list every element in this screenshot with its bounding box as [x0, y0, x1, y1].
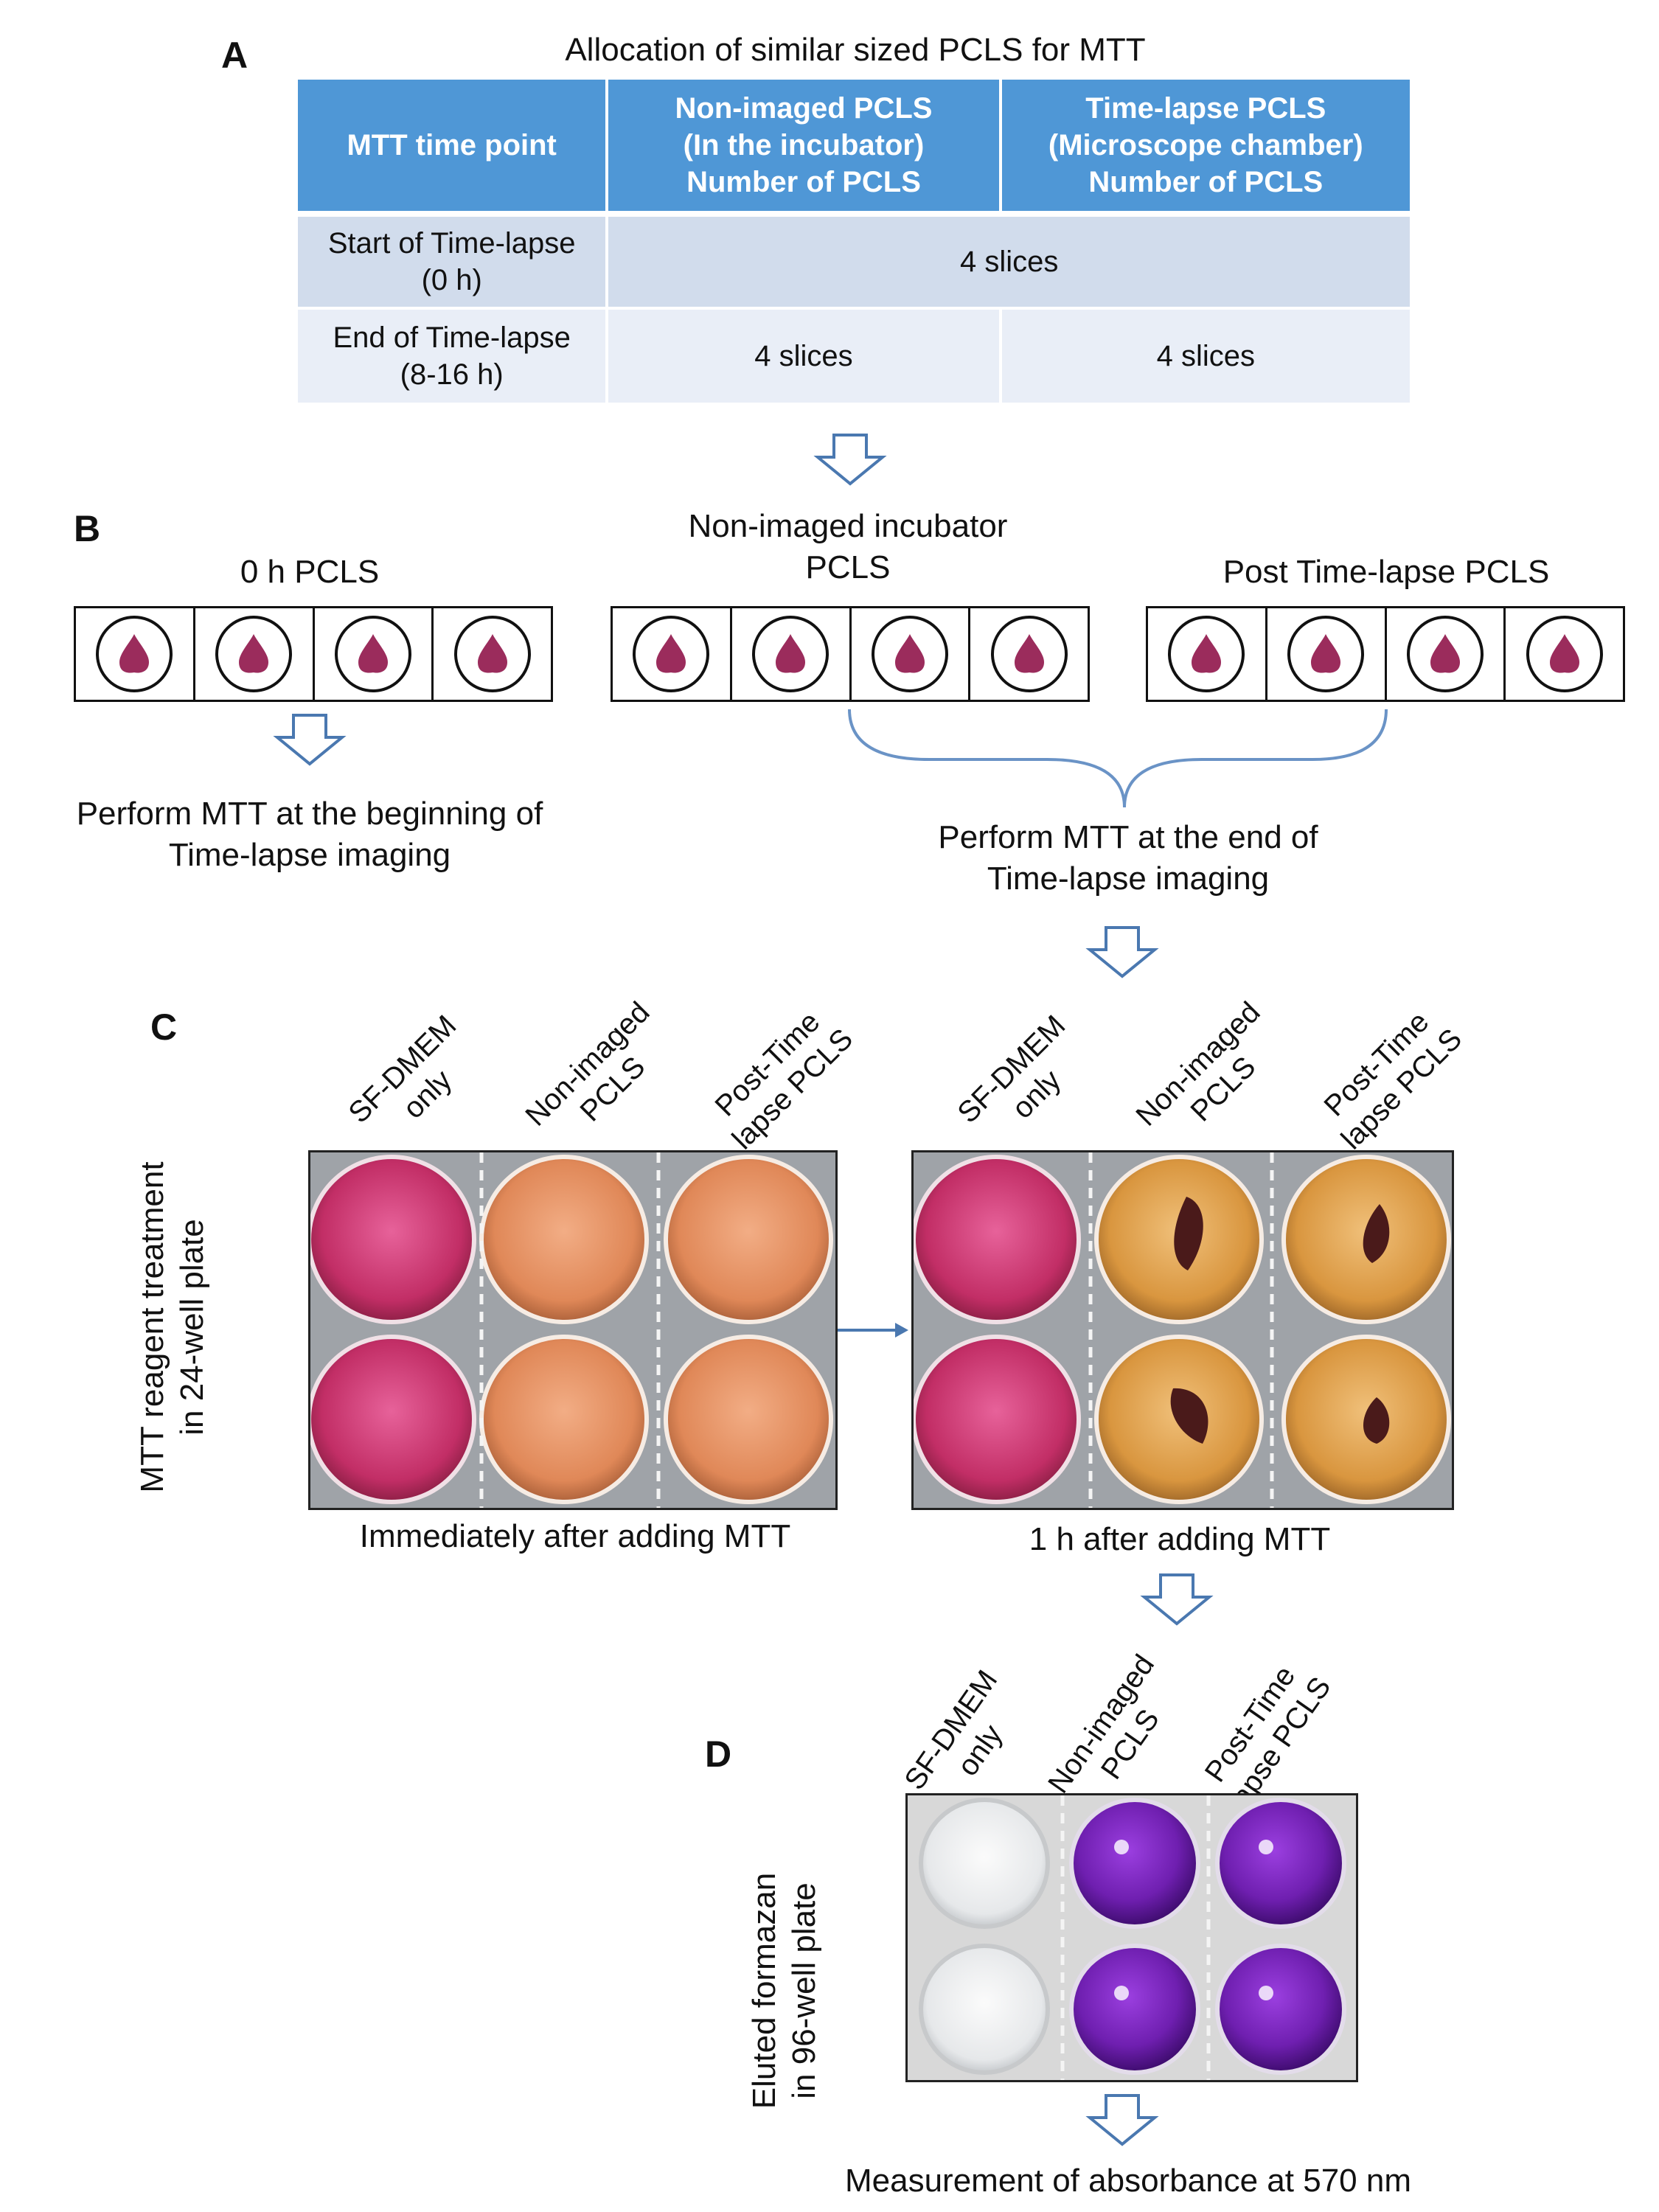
- arrow-down-icon: [816, 434, 884, 485]
- tissue-slice-icon: [1192, 634, 1222, 673]
- well-icon: [1526, 616, 1603, 692]
- panel-letter-d: D: [705, 1733, 732, 1775]
- well-plate-image: [310, 1152, 835, 1508]
- strip3-title: Post Time-lapse PCLS: [1222, 554, 1550, 590]
- tissue-slice-icon: [477, 634, 507, 673]
- panel-d-y-label: Eluted formazan in 96-well plate: [746, 1872, 822, 2110]
- pcls-strip-non-imaged: [611, 606, 1090, 702]
- well-icon: [215, 616, 293, 692]
- curly-brace-icon: [848, 709, 1388, 808]
- arrow-right-icon: [895, 1323, 908, 1338]
- well-icon: [96, 616, 173, 692]
- tissue-slice-icon: [776, 634, 806, 673]
- arrow-down-icon: [1143, 1573, 1211, 1625]
- plate-photo-96-well: [905, 1793, 1358, 2082]
- caption-mtt-end: Perform MTT at the end of Time-lapse ima…: [938, 819, 1318, 897]
- tissue-slice-icon: [1430, 634, 1460, 673]
- header-time-lapse: Time-lapse PCLS (Microscope chamber) Num…: [1001, 80, 1410, 211]
- caption-1h: 1 h after adding MTT: [1029, 1521, 1331, 1557]
- well-icon: [633, 616, 710, 692]
- table-row: Start of Time-lapse (0 h) 4 slices: [298, 211, 1410, 307]
- tissue-slice-icon: [119, 634, 150, 673]
- row-end-col3: 4 slices: [1001, 307, 1410, 403]
- arrow-down-icon: [276, 714, 344, 765]
- plate-photo-1h: [911, 1150, 1454, 1510]
- panel-letter-b: B: [74, 508, 101, 549]
- row-start-merged: 4 slices: [608, 211, 1410, 307]
- table-row: End of Time-lapse (8-16 h) 4 slices 4 sl…: [298, 307, 1410, 403]
- well-plate-image: [908, 1795, 1356, 2080]
- strip1-title: 0 h PCLS: [240, 554, 380, 590]
- panel-c-y-label: MTT reagent treatment in 24-well plate: [134, 1161, 210, 1493]
- row-start-label: Start of Time-lapse (0 h): [298, 211, 609, 307]
- row-end-label: End of Time-lapse (8-16 h): [298, 307, 609, 403]
- arrow-down-icon: [1088, 926, 1156, 978]
- header-mtt-time-point: MTT time point: [298, 80, 609, 211]
- arrow-down-icon: [1088, 2094, 1156, 2146]
- header-non-imaged: Non-imaged PCLS (In the incubator) Numbe…: [608, 80, 1002, 211]
- tissue-slice-icon: [1311, 634, 1341, 673]
- well-icon: [990, 616, 1068, 692]
- panel-a-title: Allocation of similar sized PCLS for MTT: [565, 32, 1146, 68]
- panel-letter-a: A: [221, 35, 248, 76]
- tissue-slice-icon: [239, 634, 269, 673]
- well-icon: [1406, 616, 1484, 692]
- tissue-slice-icon: [894, 634, 925, 673]
- caption-mtt-beginning: Perform MTT at the beginning of Time-lap…: [76, 796, 543, 873]
- caption-absorbance: Measurement of absorbance at 570 nm: [844, 2163, 1411, 2199]
- allocation-table: MTT time point Non-imaged PCLS (In the i…: [298, 80, 1410, 403]
- table-header-row: MTT time point Non-imaged PCLS (In the i…: [298, 80, 1410, 211]
- panel-letter-c: C: [150, 1006, 178, 1048]
- well-icon: [453, 616, 531, 692]
- tissue-slice-icon: [1549, 634, 1579, 673]
- tissue-slice-icon: [656, 634, 686, 673]
- pcls-strip-0h: [74, 606, 553, 702]
- well-plate-image: [914, 1152, 1452, 1508]
- well-icon: [871, 616, 948, 692]
- caption-immediately: Immediately after adding MTT: [359, 1518, 791, 1554]
- pcls-strip-post-time-lapse: [1146, 606, 1625, 702]
- row-end-col2: 4 slices: [608, 307, 1002, 403]
- plate-photo-immediately: [308, 1150, 838, 1510]
- well-icon: [1287, 616, 1365, 692]
- well-icon: [752, 616, 830, 692]
- well-icon: [334, 616, 411, 692]
- well-icon: [1168, 616, 1245, 692]
- strip2-title: Non-imaged incubator PCLS: [688, 508, 1008, 585]
- tissue-slice-icon: [1014, 634, 1044, 673]
- tissue-slice-icon: [358, 634, 388, 673]
